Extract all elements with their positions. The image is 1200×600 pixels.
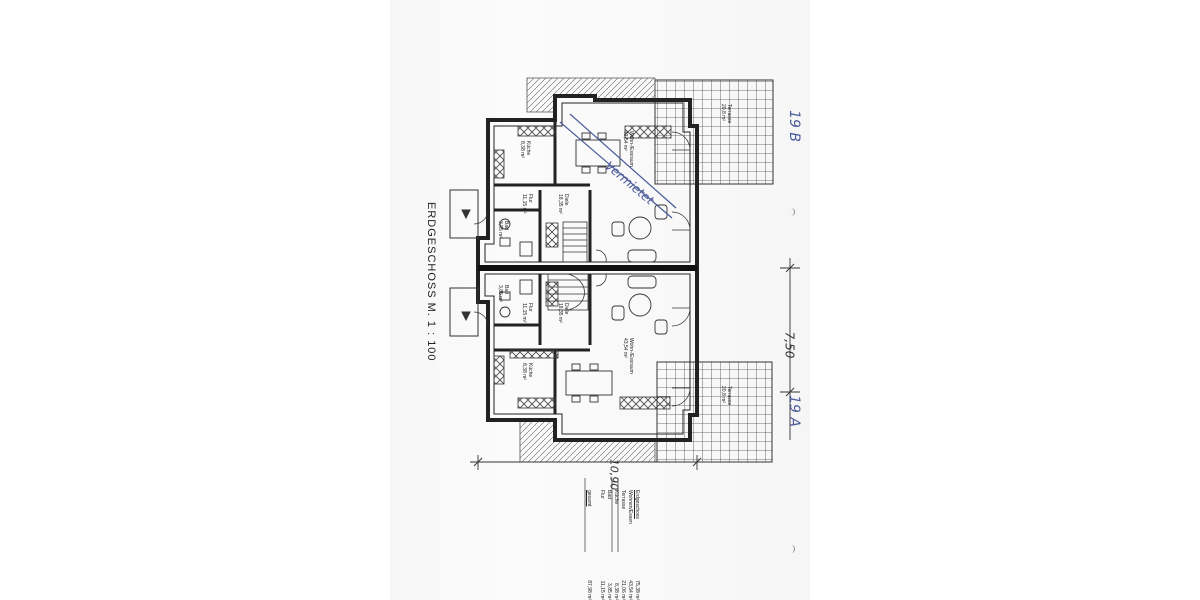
area-row-label: Wohnen/Essen <box>627 490 633 524</box>
area-table-row: Wohnen/Essen 43,54 m² <box>626 490 633 600</box>
room-flur-top: Flur 11,15 m² <box>521 194 533 214</box>
area-table-row: Terrasse 21,06 m² <box>619 490 626 600</box>
building-walls <box>476 94 699 442</box>
area-row-label: Bad <box>606 490 612 499</box>
area-total-label: gesamt <box>586 490 592 507</box>
area-total-value: 87,98 m² <box>586 580 592 600</box>
room-wohn-top: Wohn-/Essraum 43,54 m² <box>622 131 634 167</box>
area-row-value: 3,85 m² <box>606 583 612 600</box>
room-bad-top: Bad 3,85 m² <box>497 221 509 238</box>
title-erdgeschoss: ERDGESCHOSS M. 1 : 100 <box>423 202 437 362</box>
door-swings <box>473 131 691 407</box>
window-hatches <box>493 125 672 410</box>
room-terrasse-bottom: Terrasse 20,8 m² <box>720 386 732 406</box>
area-row-label: Küche <box>613 490 619 505</box>
entry-canopies <box>449 189 479 337</box>
area-table-total-row: gesamt 87,98 m² <box>585 490 592 600</box>
furniture <box>499 132 668 403</box>
area-table: Erdgeschoss 75,38 m² Wohnen/Essen 43,54 … <box>560 490 640 600</box>
vermietet-stamp <box>559 113 677 219</box>
area-table-row: Küche 8,38 m² <box>612 490 619 600</box>
terrace-bottom <box>519 361 773 463</box>
room-bad-bottom: Bad 3,85 m² <box>497 285 509 302</box>
unit-label-19b: 19 B <box>785 110 802 142</box>
room-terrasse-top: Terrasse 20,8 m² <box>720 104 732 124</box>
unit-label-19a: 19 A <box>785 395 802 427</box>
area-row-value: 11,15 m² <box>599 580 605 600</box>
drawing-title: ERDGESCHOSS M. 1 : 100 <box>425 202 437 362</box>
room-flur-bottom: Flur 11,15 m² <box>521 303 533 323</box>
staircase <box>547 221 607 311</box>
area-table-heading: Erdgeschoss <box>634 490 640 519</box>
punch-mark <box>790 208 795 216</box>
area-table-heading-value: 75,38 m² <box>634 580 640 600</box>
area-row-label: Terrasse <box>620 490 626 510</box>
dimension-line-side <box>780 258 800 440</box>
dimension-line-bottom <box>470 455 705 470</box>
punch-mark <box>790 545 795 553</box>
room-kueche-bottom: Küche 8,38 m² <box>521 363 533 380</box>
area-row-value: 8,38 m² <box>613 583 619 600</box>
area-row-label: Flur <box>599 490 605 499</box>
room-kueche-top: Küche 8,38 m² <box>519 141 531 158</box>
room-diele-top: Diele 18,35 m² <box>557 194 569 214</box>
area-table-frame <box>584 478 619 552</box>
area-table-row: Flur 11,15 m² <box>598 490 605 600</box>
dimension-value-bottom: 10,90 <box>607 458 621 491</box>
room-wohn-bottom: Wohn-/Essraum 43,54 m² <box>622 338 634 374</box>
dimension-value-side: 7,50 <box>782 331 797 359</box>
area-table-row: Bad 3,85 m² <box>605 490 612 600</box>
area-row-value: 21,06 m² <box>620 580 626 600</box>
room-diele-bottom: Diele 18,35 m² <box>557 303 569 323</box>
area-row-value: 43,54 m² <box>627 580 633 600</box>
area-table-heading-row: Erdgeschoss 75,38 m² <box>633 490 640 600</box>
